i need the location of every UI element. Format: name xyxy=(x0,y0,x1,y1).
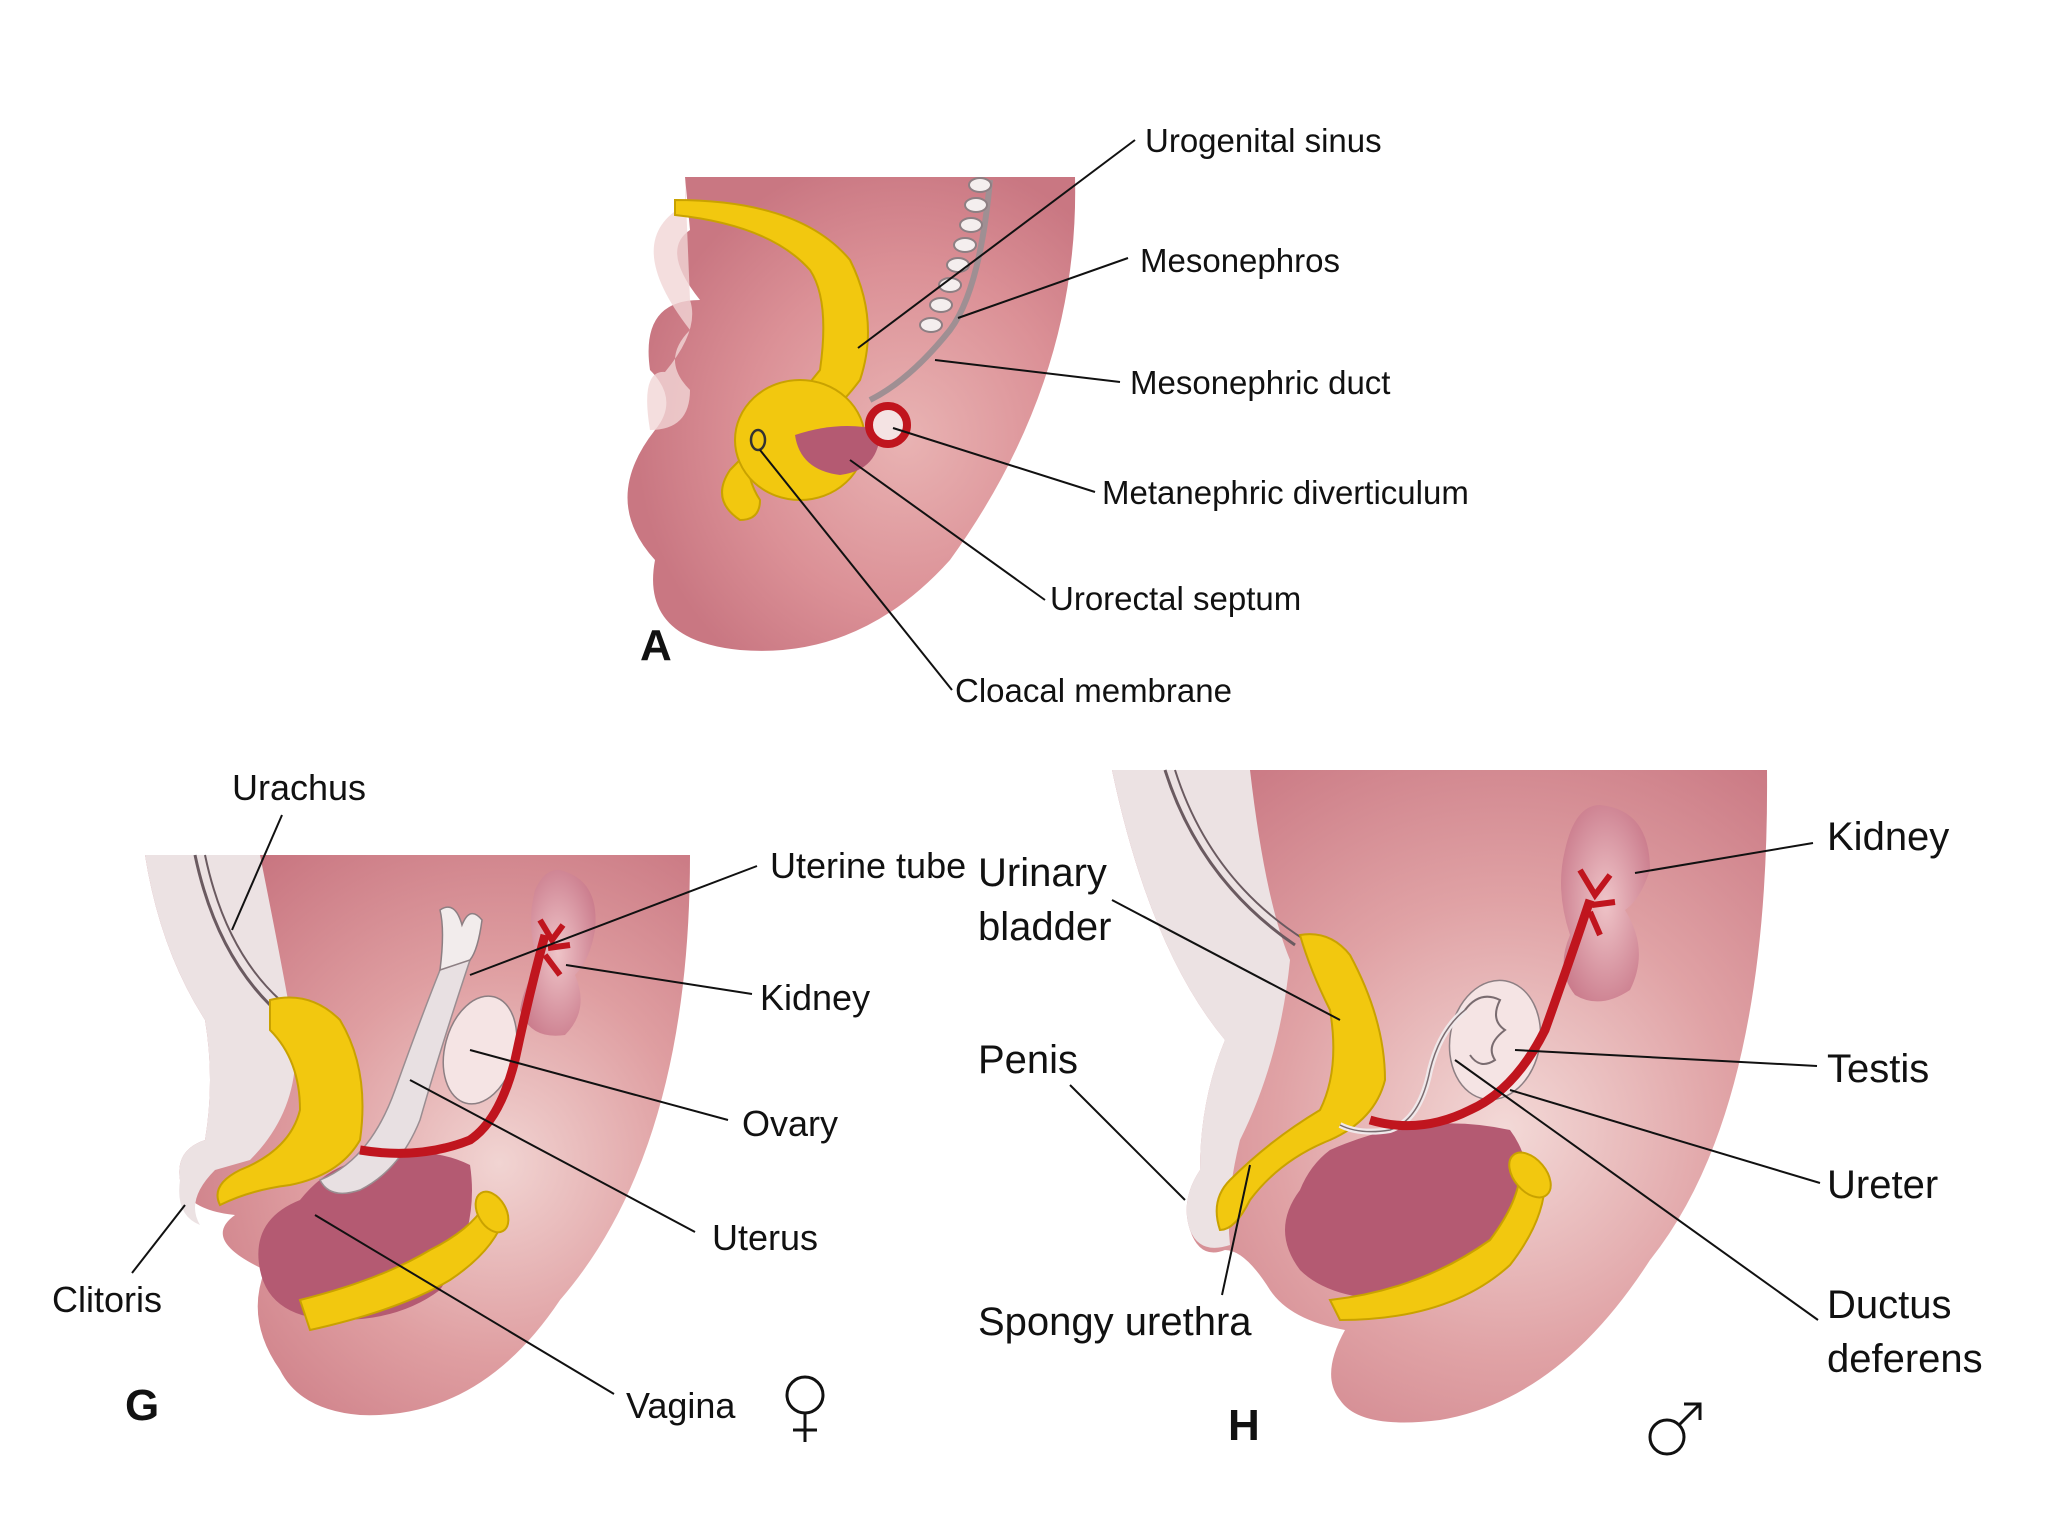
label-ductus-deferens-2: deferens xyxy=(1827,1337,1983,1381)
urachus-g xyxy=(193,854,272,1007)
bladder-yellow-h xyxy=(1215,933,1387,1232)
label-urinary-bladder-2: bladder xyxy=(978,905,1111,949)
leader-cloacal-membrane xyxy=(759,449,953,691)
leader-mesonephros xyxy=(957,257,1129,319)
label-clitoris: Clitoris xyxy=(52,1279,162,1320)
leader-kidney-h xyxy=(1634,842,1814,874)
body-wall-pale-h xyxy=(1112,770,1290,1248)
leader-ureter xyxy=(1509,1089,1821,1184)
label-ureter: Ureter xyxy=(1827,1163,1938,1207)
urachus-h-2 xyxy=(1174,769,1306,941)
ductus-deferens-outline xyxy=(1339,1009,1466,1133)
label-kidney-h: Kidney xyxy=(1827,815,1949,859)
label-ovary: Ovary xyxy=(742,1103,838,1144)
metanephric-ring xyxy=(865,402,911,448)
epididymis-h xyxy=(1464,995,1507,1065)
rectum-end-h xyxy=(1508,1151,1552,1199)
label-testis: Testis xyxy=(1827,1047,1929,1091)
panel-letter-g: G xyxy=(125,1381,159,1430)
label-ductus-deferens-1: Ductus xyxy=(1827,1283,1952,1327)
leader-ductus-deferens xyxy=(1454,1059,1819,1321)
embryo-tail-a xyxy=(647,177,693,430)
panel-letter-a: A xyxy=(640,621,672,670)
label-mesonephric-duct: Mesonephric duct xyxy=(1130,364,1390,401)
cloacal-membrane-shape xyxy=(749,428,767,452)
label-uterus: Uterus xyxy=(712,1217,818,1258)
leader-penis xyxy=(1069,1084,1186,1201)
label-vagina: Vagina xyxy=(626,1385,736,1426)
hindgut-yellow-a xyxy=(674,198,869,522)
label-urorectal-septum: Urorectal septum xyxy=(1050,580,1301,617)
label-kidney-g: Kidney xyxy=(760,977,870,1018)
label-penis: Penis xyxy=(978,1038,1078,1082)
leader-ovary xyxy=(469,1049,729,1121)
leader-spongy-urethra xyxy=(1221,1164,1251,1296)
leader-urogenital-sinus xyxy=(857,139,1136,349)
panel-h: Urinary bladder Penis Spongy urethra Kid… xyxy=(978,769,1983,1456)
male-symbol-icon xyxy=(1648,1402,1702,1456)
label-mesonephros: Mesonephros xyxy=(1140,242,1340,279)
ureter-g xyxy=(359,933,550,1158)
label-uterine-tube: Uterine tube xyxy=(770,845,966,886)
label-urinary-bladder-1: Urinary xyxy=(978,851,1107,895)
rectum-end-g xyxy=(474,1190,510,1234)
renal-pelvis-g xyxy=(537,918,571,977)
leader-urinary-bladder xyxy=(1111,899,1341,1021)
female-symbol-icon xyxy=(785,1375,825,1442)
label-metanephric-diverticulum: Metanephric diverticulum xyxy=(1102,474,1469,511)
leader-clitoris xyxy=(131,1204,186,1274)
urorectal-septum-shape xyxy=(795,426,880,475)
leader-urorectal-septum xyxy=(849,459,1046,601)
label-spongy-urethra: Spongy urethra xyxy=(978,1300,1252,1344)
panel-a: Urogenital sinus Mesonephros Mesonephric… xyxy=(627,122,1469,709)
leader-testis xyxy=(1514,1049,1818,1067)
body-wall-pale-g xyxy=(145,855,296,1225)
ureter-h xyxy=(1368,898,1595,1131)
leader-kidney-g xyxy=(565,964,753,995)
panel-letter-h: H xyxy=(1228,1401,1260,1450)
uterus-pale-g xyxy=(318,946,471,1195)
urachus-h xyxy=(1163,769,1296,947)
uterine-tube-g xyxy=(439,906,483,972)
renal-pelvis-h xyxy=(1577,868,1616,937)
panel-g: Urachus Uterine tube Kidney Ovary Uterus… xyxy=(52,767,966,1442)
label-urachus: Urachus xyxy=(232,767,366,808)
leader-uterus xyxy=(409,1079,696,1233)
leader-urachus xyxy=(231,814,283,931)
leader-vagina xyxy=(314,1214,615,1395)
urachus-g-2 xyxy=(204,854,281,1001)
kidney-g xyxy=(520,869,596,1036)
leader-mesonephric-duct xyxy=(934,359,1121,383)
label-cloacal-membrane: Cloacal membrane xyxy=(955,672,1232,709)
leader-uterine-tube xyxy=(469,865,758,976)
leader-metanephric-diverticulum xyxy=(892,427,1096,493)
mesonephric-duct-a xyxy=(868,179,993,403)
label-urogenital-sinus: Urogenital sinus xyxy=(1145,122,1382,159)
bladder-yellow-g xyxy=(216,996,364,1207)
